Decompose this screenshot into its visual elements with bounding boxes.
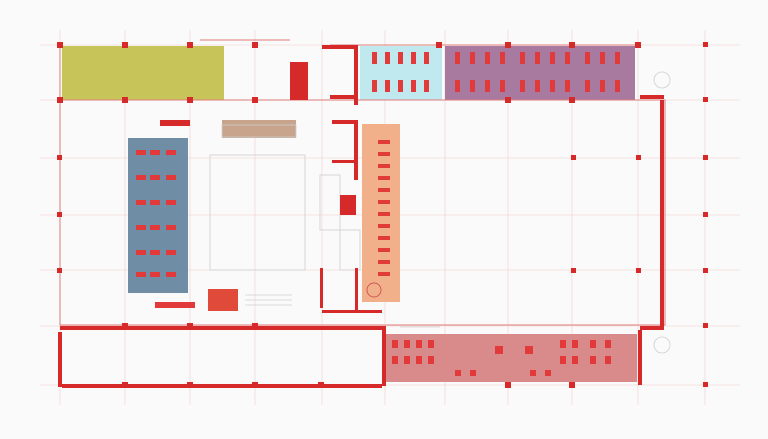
desk-group-orange (366, 140, 390, 298)
desk-group-cyan (372, 52, 429, 92)
desk-group-purple (455, 52, 620, 92)
olive-zone (62, 46, 224, 100)
red-block (208, 289, 238, 311)
desk-group-pink (392, 340, 611, 376)
columns (57, 42, 708, 388)
pink-zone (385, 334, 637, 382)
brown-zone (222, 120, 296, 138)
interior-light-lines (209, 71, 671, 354)
main-walls (58, 45, 664, 388)
blue-zone (128, 138, 188, 293)
desk-group-blue (136, 150, 195, 308)
